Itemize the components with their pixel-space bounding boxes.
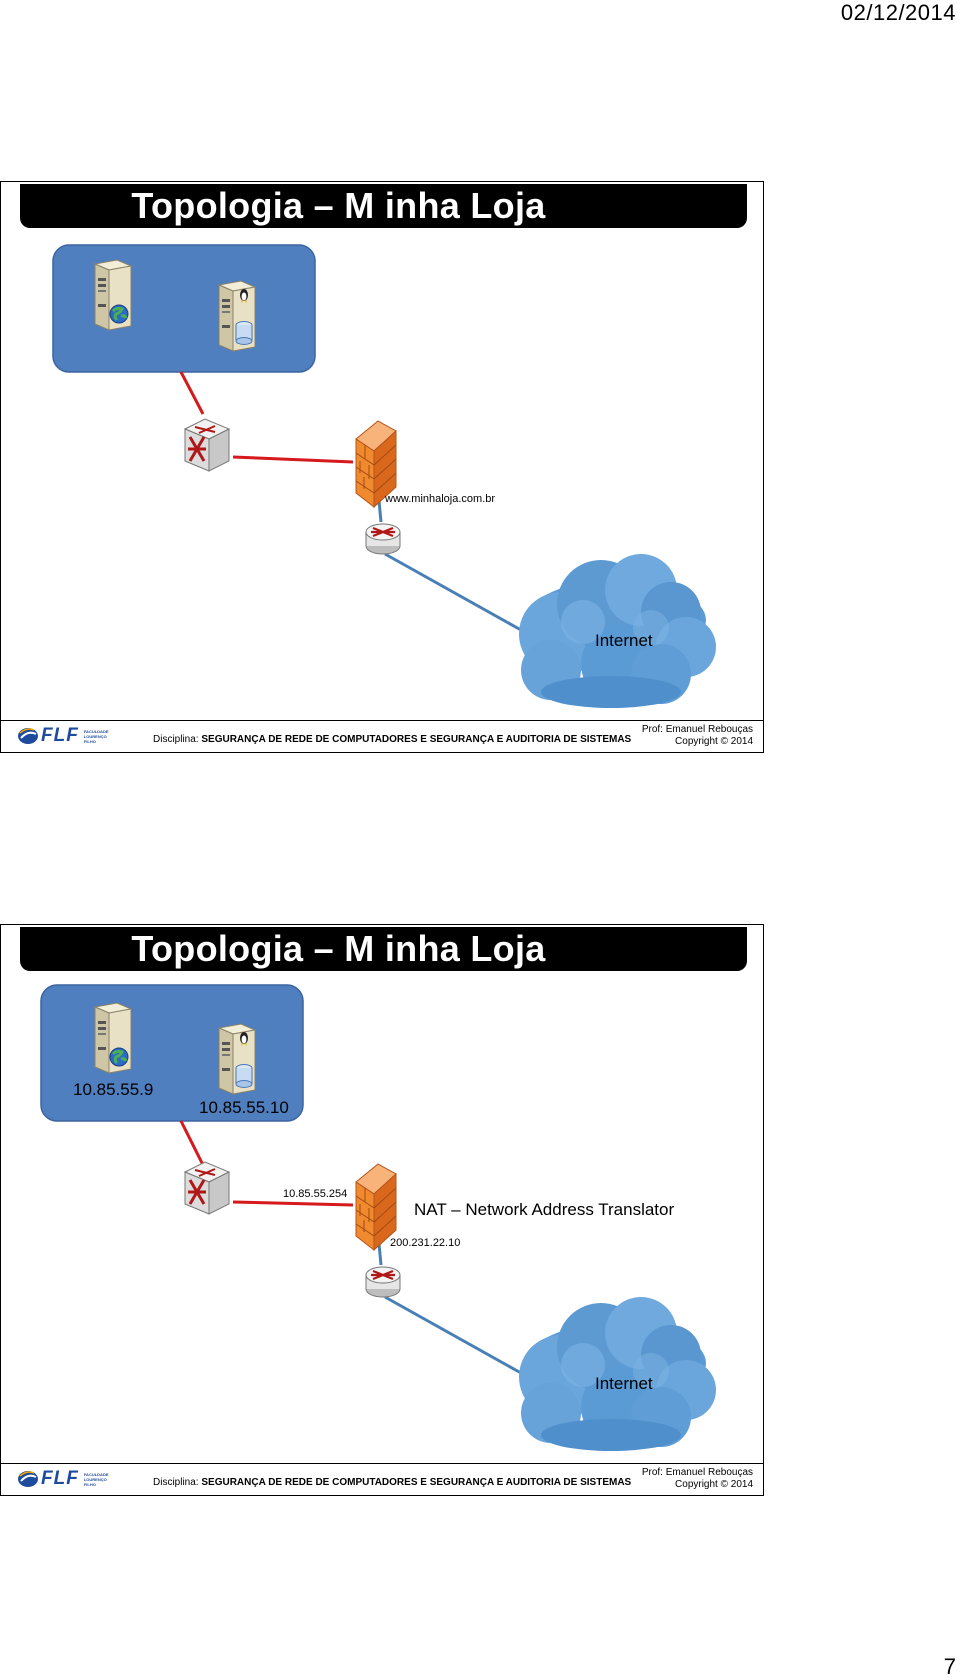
web-server-icon [94,259,132,331]
slide-footer: FLF FACULDADE LOURENÇO FILHO Disciplina:… [1,1463,763,1495]
database-server-icon [218,1023,256,1095]
discipline-text: Disciplina: SEGURANÇA DE REDE DE COMPUTA… [153,734,632,745]
domain-label: www.minhaloja.com.br [385,493,496,505]
router-public-ip: 200.231.22.10 [390,1237,461,1249]
link-zone-switch [179,1120,205,1166]
internet-label: Internet [595,631,653,650]
flf-logo: FLF FACULDADE LOURENÇO FILHO [17,1468,118,1490]
internet-label: Internet [595,1374,653,1393]
discipline-text: Disciplina: SEGURANÇA DE REDE DE COMPUTA… [153,1477,632,1488]
topology-diagram [52,244,716,708]
internal-network-zone [52,244,316,373]
database-server-icon [218,280,256,352]
nat-label: NAT – Network Address Translator [414,1200,675,1219]
link-switch-firewall [232,455,354,464]
flf-logo-icon [18,1471,38,1487]
link-router-internet [384,1295,522,1375]
db-server-ip: 10.85.55.10 [199,1098,289,1117]
slide-title: Topologia – M inha Loja [20,184,747,228]
firewall-internal-ip: 10.85.55.254 [283,1188,348,1200]
slide-footer: FLF FACULDADE LOURENÇO FILHO Disciplina:… [1,720,763,752]
link-zone-switch [179,371,205,415]
topology-diagram [40,984,716,1451]
flf-logo-icon [18,728,38,744]
page-date: 02/12/2014 [840,0,956,25]
switch-icon [183,417,231,473]
professor-info: Prof: Emanuel Rebouças Copyright © 2014 [641,724,753,747]
slide-2: Topologia – M inha Loja 10.85.55.9 10.85… [0,924,764,1496]
flf-logo: FLF FACULDADE LOURENÇO FILHO [17,725,118,747]
switch-icon [183,1160,231,1216]
web-server-icon [94,1002,132,1074]
router-icon [364,522,402,556]
slide-title: Topologia – M inha Loja [20,927,747,971]
link-switch-firewall [232,1200,354,1207]
router-icon [364,1265,402,1299]
professor-info: Prof: Emanuel Rebouças Copyright © 2014 [641,1467,753,1490]
page-number: 7 [943,1654,956,1679]
web-server-ip: 10.85.55.9 [73,1080,154,1099]
slide-1: Topologia – M inha Loja www.minhaloja.co… [0,181,764,753]
link-router-internet [384,552,522,632]
